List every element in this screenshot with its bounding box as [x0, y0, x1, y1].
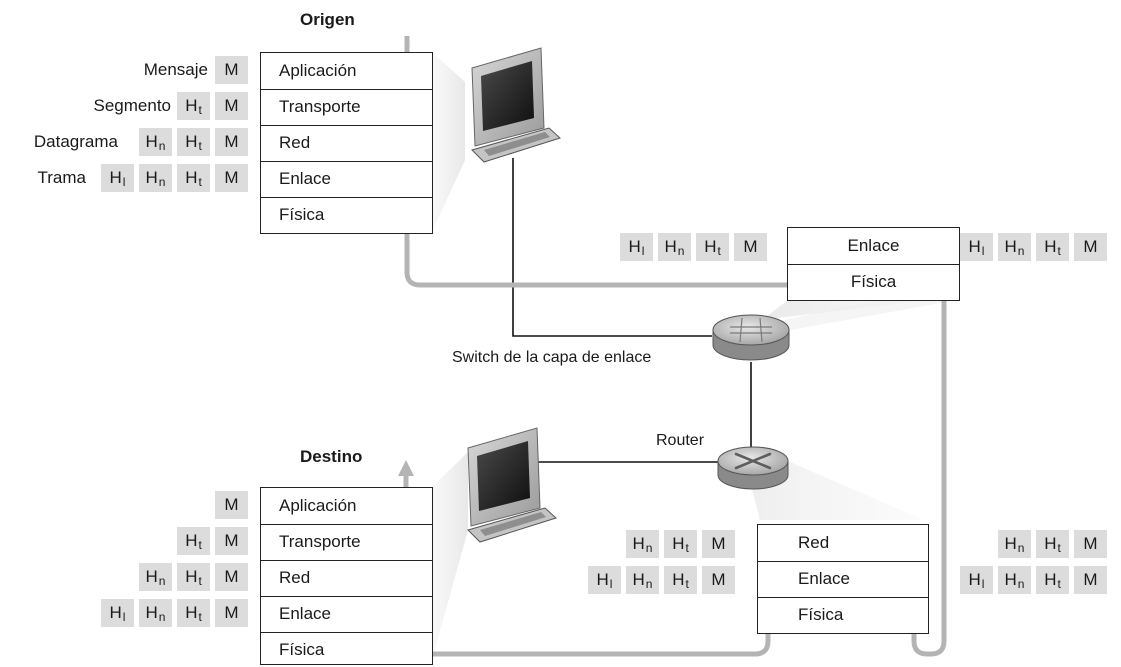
header-m: M — [215, 164, 248, 192]
header-m: M — [1074, 530, 1107, 558]
header-m: M — [702, 566, 735, 594]
label-datagram: Datagrama — [33, 132, 118, 151]
header-m: M — [702, 530, 735, 558]
router-protocol-stack: Red Enlace Física — [757, 524, 929, 634]
source-host-cone — [432, 52, 465, 232]
router-label: Router — [656, 432, 705, 449]
destination-computer-icon — [467, 427, 557, 543]
source-layer-network: Red — [261, 125, 432, 160]
source-layer-transport: Transporte — [261, 89, 432, 124]
router-layer-link: Enlace — [758, 561, 928, 596]
label-segment: Segmento — [93, 96, 172, 115]
header-m: M — [1074, 233, 1107, 261]
router-layer-physical: Física — [758, 597, 928, 632]
label-message: Mensaje — [143, 60, 208, 79]
header-m: M — [215, 56, 248, 84]
label-frame: Trama — [37, 168, 87, 187]
header-m: M — [215, 527, 248, 555]
header-m: M — [215, 491, 248, 519]
network-links — [512, 158, 752, 463]
switch-layer-physical: Física — [788, 264, 959, 299]
header-m: M — [1074, 566, 1107, 594]
switch-cone-2 — [735, 300, 958, 330]
path-arrowhead — [398, 460, 414, 476]
source-computer-icon — [471, 47, 561, 163]
switch-icon — [712, 314, 790, 361]
router-cone — [745, 462, 924, 520]
header-m: M — [215, 599, 248, 627]
destination-layer-physical: Física — [261, 632, 432, 667]
destination-layer-link: Enlace — [261, 596, 432, 631]
router-layer-network: Red — [798, 532, 830, 552]
source-title: Origen — [300, 10, 355, 29]
source-protocol-stack: Aplicación Transporte Red Enlace Física — [260, 52, 433, 234]
router-icon — [717, 446, 789, 490]
destination-title: Destino — [300, 447, 363, 466]
header-m: M — [215, 128, 248, 156]
source-layer-link: Enlace — [261, 161, 432, 196]
link-source-switch — [512, 158, 712, 337]
header-m: M — [215, 92, 248, 120]
header-m: M — [734, 233, 767, 261]
source-layer-application: Aplicación — [279, 60, 357, 80]
switch-protocol-stack: Enlace Física — [787, 227, 960, 301]
switch-label: Switch de la capa de enlace — [452, 349, 652, 366]
source-layer-physical: Física — [261, 197, 432, 232]
destination-layer-transport: Transporte — [261, 524, 432, 559]
switch-layer-link: Enlace — [847, 235, 900, 255]
destination-layer-application: Aplicación — [279, 495, 357, 515]
destination-protocol-stack: Aplicación Transporte Red Enlace Física — [260, 487, 433, 665]
destination-host-cone — [432, 452, 468, 660]
destination-layer-network: Red — [261, 560, 432, 595]
header-m: M — [215, 563, 248, 591]
